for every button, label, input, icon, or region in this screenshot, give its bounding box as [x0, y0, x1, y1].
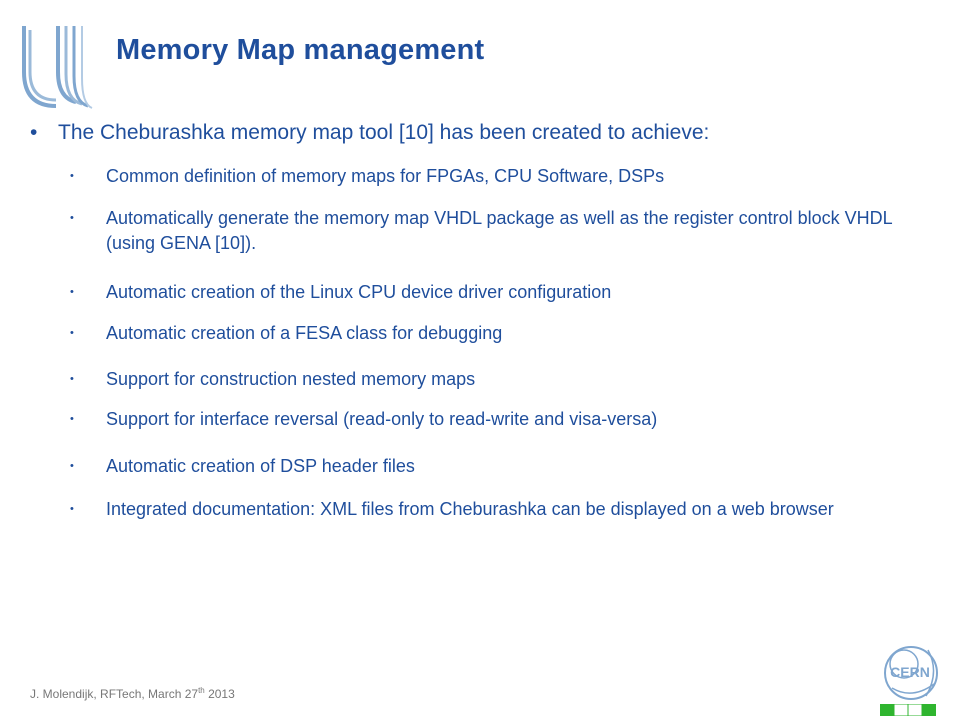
sub-bullet-text: Support for construction nested memory m…: [106, 369, 476, 389]
sub-bullet-text: Automatically generate the memory map VH…: [106, 208, 893, 253]
sub-bullet-text: Support for interface reversal (read-onl…: [106, 409, 658, 429]
bullet-marker: •: [70, 503, 74, 515]
bullet-marker: •: [70, 212, 74, 224]
cern-logo-text: CERN: [890, 664, 930, 680]
bullet-marker: •: [70, 460, 74, 472]
sub-bullet-item: • Common definition of memory maps for F…: [70, 164, 920, 189]
sub-bullet-text: Integrated documentation: XML files from…: [106, 499, 834, 519]
sub-bullet-item: • Support for interface reversal (read-o…: [70, 407, 920, 432]
footer-superscript: th: [198, 686, 205, 695]
footer-author-text: J. Molendijk, RFTech, March 27: [30, 687, 199, 701]
bullet-marker: •: [30, 121, 38, 144]
sub-bullet-item: • Automatically generate the memory map …: [70, 206, 920, 256]
bullet-marker: •: [70, 413, 74, 425]
footer-squares-icon: [880, 704, 936, 716]
bullet-marker: •: [70, 327, 74, 339]
bullet-marker: •: [70, 286, 74, 298]
sub-bullet-text: Automatic creation of the Linux CPU devi…: [106, 282, 612, 302]
sub-bullet-item: • Integrated documentation: XML files fr…: [70, 497, 920, 522]
sub-bullet-item: • Support for construction nested memory…: [70, 367, 920, 392]
bullet-marker: •: [70, 373, 74, 385]
footer-author: J. Molendijk, RFTech, March 27th 2013: [30, 686, 235, 701]
sub-bullet-text: Automatic creation of DSP header files: [106, 456, 415, 476]
sub-bullet-item: • Automatic creation of the Linux CPU de…: [70, 280, 920, 305]
sub-bullet-text: Common definition of memory maps for FPG…: [106, 166, 665, 186]
sub-bullet-item: • Automatic creation of a FESA class for…: [70, 321, 920, 346]
slide-title: Memory Map management: [116, 34, 485, 66]
bullet-marker: •: [70, 170, 74, 182]
main-bullet-text: The Cheburashka memory map tool [10] has…: [58, 121, 710, 144]
sub-bullet-text: Automatic creation of a FESA class for d…: [106, 323, 503, 343]
footer-year: 2013: [204, 687, 235, 701]
cern-logo-icon: CERN: [884, 646, 938, 700]
university-logo-icon: [22, 26, 93, 109]
sub-bullet-item: • Automatic creation of DSP header files: [70, 454, 920, 479]
